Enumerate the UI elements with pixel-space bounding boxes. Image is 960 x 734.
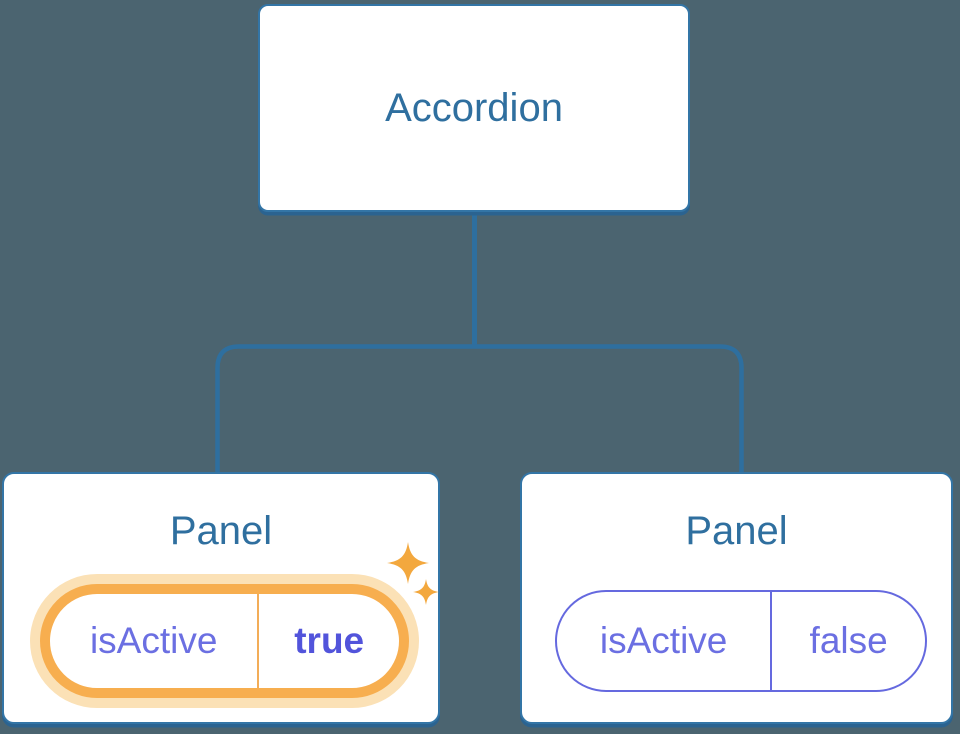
sparkles-icon (387, 542, 439, 605)
state-pill-inactive: isActive false (555, 590, 927, 692)
state-prop-name: isActive (50, 594, 260, 688)
panel-node-active: Panel isActive true (2, 472, 440, 724)
state-prop-value: true (294, 620, 365, 661)
panel-node-inactive: Panel isActive false (520, 472, 953, 724)
panel-inactive-title: Panel (685, 509, 788, 553)
accordion-node: Accordion (258, 4, 690, 212)
panel-active-title: Panel (169, 509, 273, 553)
sparkle-small-icon (413, 579, 439, 605)
state-prop-name: isActive (557, 592, 773, 690)
connector-branches (215, 344, 744, 472)
sparkle-large-icon (387, 542, 429, 584)
state-pill-active: isActive true (40, 584, 409, 698)
accordion-node-label: Accordion (385, 85, 563, 130)
state-prop-value: false (809, 620, 888, 661)
